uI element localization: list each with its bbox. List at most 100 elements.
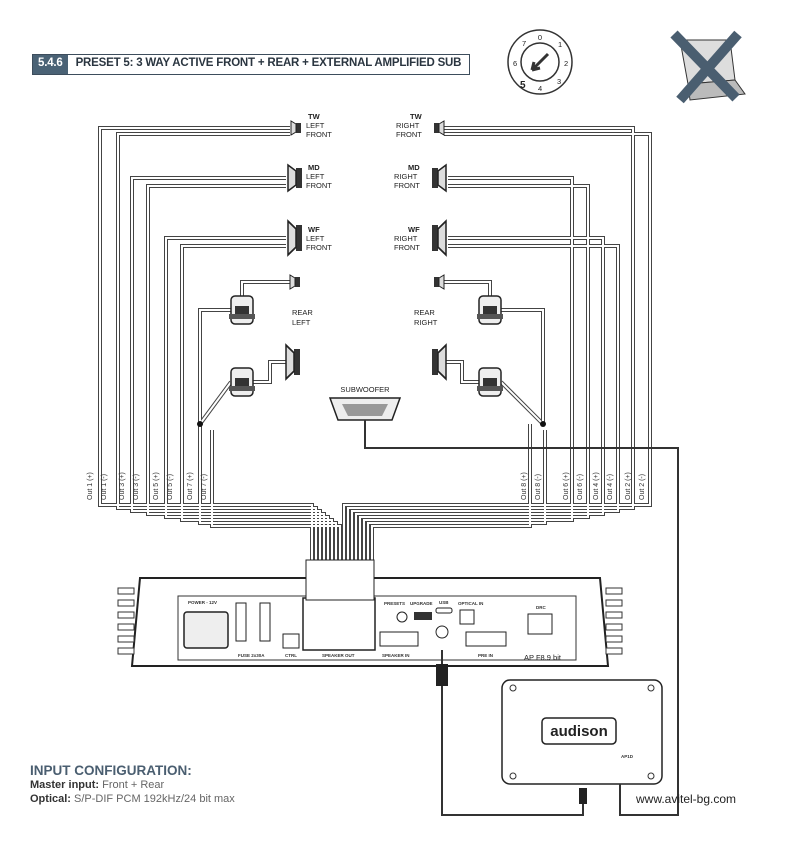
input-config-heading: INPUT CONFIGURATION: (30, 763, 192, 778)
dial-1: 1 (558, 40, 562, 49)
speaker-wire (131, 177, 321, 575)
speaker-plug (305, 559, 375, 601)
speaker-wire (501, 308, 545, 424)
output-label: Out 8 (-) (535, 474, 542, 500)
output-labels-left: Out 1 (+)Out 1 (-)Out 3 (+)Out 3 (-)Out … (87, 472, 208, 500)
dial-7: 7 (522, 39, 526, 48)
output-label: Out 1 (-) (101, 474, 108, 500)
output-label: Out 5 (-) (167, 474, 174, 500)
wf-left-front-speaker: WF LEFT FRONT (287, 220, 332, 256)
speaker-wire (199, 424, 337, 575)
svg-text:FRONT: FRONT (306, 181, 332, 190)
svg-text:REAR: REAR (414, 308, 435, 317)
output-label: Out 8 (+) (521, 472, 528, 500)
output-label: Out 2 (-) (639, 474, 646, 500)
speaker-wire (211, 430, 341, 575)
svg-text:FRONT: FRONT (396, 130, 422, 139)
md-left-front-speaker: MD LEFT FRONT (287, 163, 332, 192)
dsp-amplifier: POWER - 12V FUSE 2x30A CTRL SPEAKER OUT … (117, 577, 623, 667)
master-input-value: Front + Rear (102, 779, 165, 791)
svg-text:TW: TW (308, 112, 321, 121)
drc-port (527, 613, 553, 635)
optical-label: Optical: (30, 793, 71, 805)
svg-text:DRC: DRC (536, 605, 546, 610)
laptop-crossed-icon (670, 30, 746, 104)
dial-2: 2 (564, 59, 568, 68)
watermark-url: www.avitel-bg.com (636, 792, 737, 806)
external-sub-amplifier: audison AP1D (501, 679, 663, 785)
output-labels-right: Out 8 (+) Out 8 (-) Out 6 (+) Out 6 (-) Out … (521, 472, 646, 500)
speaker-wire (147, 185, 325, 575)
speaker-wire (181, 245, 333, 575)
tw-left-front-speaker: TW LEFT FRONT (290, 112, 332, 139)
upgrade-switch[interactable] (414, 612, 432, 620)
svg-text:AP1D: AP1D (621, 754, 634, 759)
svg-text:FRONT: FRONT (306, 130, 332, 139)
speaker-wire (347, 127, 634, 575)
output-label: Out 3 (+) (119, 472, 126, 500)
speaker-wire (355, 237, 604, 575)
svg-text:REAR: REAR (292, 308, 313, 317)
svg-text:LEFT: LEFT (306, 172, 325, 181)
section-heading: PRESET 5: 3 WAY ACTIVE FRONT + REAR + EX… (75, 57, 462, 69)
svg-text:FRONT: FRONT (394, 243, 420, 252)
svg-text:UPGRADE: UPGRADE (410, 601, 433, 606)
presets-knob[interactable] (396, 611, 408, 623)
power-terminal (183, 611, 229, 649)
power-label: POWER - 12V (188, 600, 217, 605)
svg-text:OPTICAL IN: OPTICAL IN (458, 601, 483, 606)
svg-text:PRE IN: PRE IN (478, 653, 493, 658)
svg-text:RIGHT: RIGHT (396, 121, 420, 130)
output-label: Out 4 (+) (593, 472, 600, 500)
output-label: Out 6 (+) (563, 472, 570, 500)
svg-text:RIGHT: RIGHT (394, 234, 418, 243)
svg-text:SPEAKER OUT: SPEAKER OUT (322, 653, 355, 658)
output-label: Out 4 (-) (607, 474, 614, 500)
speaker-wire (363, 177, 573, 575)
optical-value: S/P-DIF PCM 192kHz/24 bit max (74, 793, 235, 805)
tw-right-front-speaker: TW RIGHT FRONT (396, 112, 445, 139)
speaker-wire (351, 245, 619, 575)
speaker-wire (366, 430, 547, 575)
output-label: Out 6 (-) (577, 474, 584, 500)
svg-text:LEFT: LEFT (306, 234, 325, 243)
speaker-wire (370, 424, 532, 575)
speaker-out-connector (302, 597, 376, 651)
speaker-wire (359, 185, 589, 575)
output-label: Out 2 (+) (625, 472, 632, 500)
dial-5: 5 (520, 80, 526, 91)
svg-text:TW: TW (410, 112, 423, 121)
master-input-label: Master input: (30, 779, 100, 791)
ctrl-connector (282, 633, 300, 649)
svg-text:RIGHT: RIGHT (394, 172, 418, 181)
usb-port[interactable] (435, 607, 453, 614)
output-label: Out 1 (+) (87, 472, 94, 500)
svg-text:MD: MD (408, 163, 420, 172)
svg-text:WF: WF (408, 225, 420, 234)
audison-logo: audison (550, 723, 608, 740)
output-label: Out 7 (-) (201, 474, 208, 500)
speaker-wire (367, 430, 546, 575)
svg-text:RIGHT: RIGHT (414, 318, 438, 327)
speaker-wire (444, 280, 492, 296)
speaker-wire (99, 127, 313, 575)
section-number: 5.4.6 (33, 55, 68, 74)
sub-signal-cable (364, 420, 679, 816)
dial-0: 0 (538, 33, 542, 42)
speaker-wire (501, 309, 544, 424)
dial-3: 3 (557, 77, 561, 86)
output-label: Out 7 (+) (187, 472, 194, 500)
speaker-wire (198, 308, 231, 424)
rear-left-speakers: REAR LEFT (228, 274, 313, 397)
fuse-label: FUSE 2x30A (238, 653, 265, 658)
md-right-front-speaker: MD RIGHT FRONT (394, 163, 447, 192)
speaker-wire (343, 133, 651, 575)
speaker-wire (199, 381, 232, 425)
output-label: Out 5 (+) (153, 472, 160, 500)
svg-text:CTRL: CTRL (285, 653, 297, 658)
optical-port (459, 609, 475, 625)
input-configuration: INPUT CONFIGURATION: Master input: Front… (30, 764, 235, 806)
svg-text:SPEAKER IN: SPEAKER IN (382, 653, 410, 658)
